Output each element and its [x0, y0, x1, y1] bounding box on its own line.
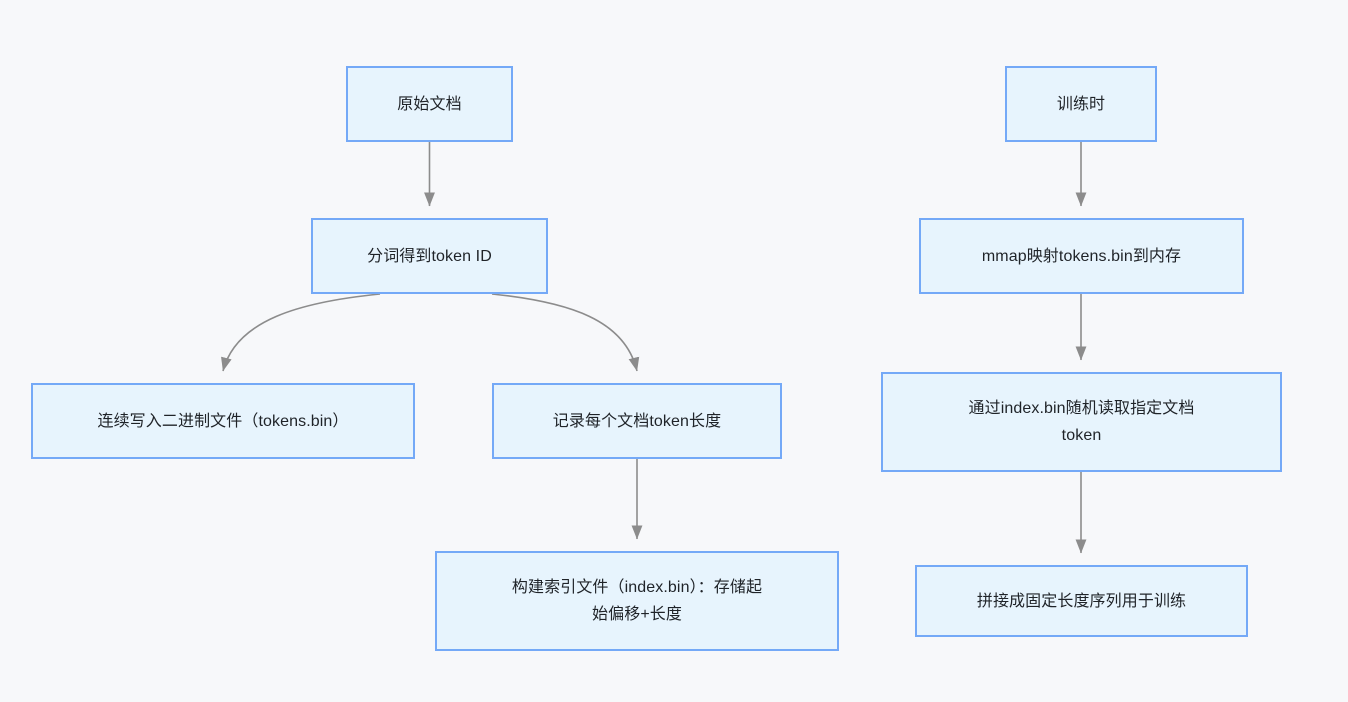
edge-tokenize-to-record-length	[491, 293, 640, 372]
node-random-read[interactable]: 通过index.bin随机读取指定文档 token	[881, 372, 1282, 472]
node-mmap-label: mmap映射tokens.bin到内存	[981, 247, 1182, 265]
node-write-binary[interactable]: 连续写入二进制文件（tokens.bin）	[31, 383, 415, 459]
node-record-length-label: 记录每个文档token长度	[552, 412, 722, 430]
node-concat-seq-label: 拼接成固定长度序列用于训练	[976, 592, 1187, 610]
node-build-index[interactable]: 构建索引文件（index.bin）：存储起 始偏移+长度	[435, 551, 839, 651]
node-mmap[interactable]: mmap映射tokens.bin到内存	[919, 218, 1244, 294]
node-write-binary-label: 连续写入二进制文件（tokens.bin）	[97, 412, 349, 430]
node-record-length[interactable]: 记录每个文档token长度	[492, 383, 782, 459]
node-random-read-label: 通过index.bin随机读取指定文档 token	[968, 400, 1195, 444]
edge-tokenize-to-write-binary	[221, 293, 381, 372]
node-concat-seq[interactable]: 拼接成固定长度序列用于训练	[915, 565, 1248, 637]
node-tokenize-label: 分词得到token ID	[367, 247, 492, 265]
node-raw-doc-label: 原始文档	[397, 95, 462, 113]
node-raw-doc[interactable]: 原始文档	[346, 66, 513, 142]
node-tokenize[interactable]: 分词得到token ID	[311, 218, 548, 294]
node-training-phase[interactable]: 训练时	[1005, 66, 1157, 142]
node-build-index-label: 构建索引文件（index.bin）：存储起 始偏移+长度	[511, 579, 763, 623]
node-training-phase-label: 训练时	[1056, 95, 1106, 113]
